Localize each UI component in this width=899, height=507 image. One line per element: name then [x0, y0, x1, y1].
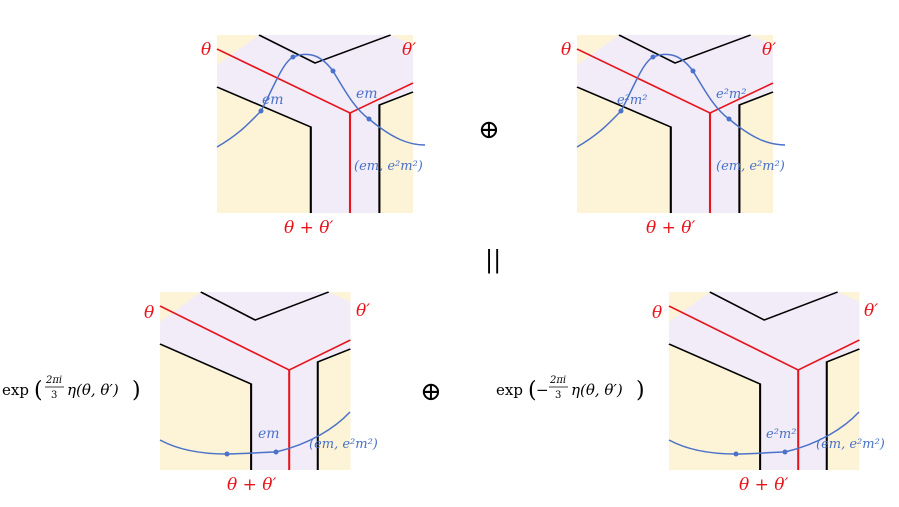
theta-prime-label-top-left: θ′: [402, 40, 416, 60]
eta-right: η(θ, θ′): [571, 381, 623, 399]
frac-den-left: 3: [51, 390, 57, 401]
theta-label-top-right: θ: [561, 40, 571, 60]
equals-sign: ||: [485, 246, 501, 275]
theta-sum-label-top-left: θ + θ′: [284, 218, 334, 238]
svg-text:(: (: [34, 378, 43, 403]
theta-prime-label-bottom-left: θ′: [356, 301, 370, 321]
eta-left: η(θ, θ′): [67, 381, 119, 399]
em-label-bottom-left: em: [258, 426, 280, 442]
theta-prime-label-top-right: θ′: [762, 40, 776, 60]
theta-label-bottom-left: θ: [144, 303, 154, 323]
svg-text:): ): [636, 378, 645, 403]
theta-sum-label-bottom-right: θ + θ′: [739, 475, 789, 495]
e2m2-label-left-top-right: e²m²: [617, 93, 647, 108]
svg-text:(: (: [528, 378, 537, 403]
em-label-left-top-left: em: [262, 92, 284, 108]
minus-right: −: [536, 381, 549, 399]
pair-label-top-right: (em, e²m²): [716, 159, 785, 174]
theta-label-bottom-right: θ: [652, 303, 662, 323]
frac-num-right: 2πi: [549, 375, 566, 386]
pair-label-bottom-left: (em, e²m²): [309, 437, 378, 452]
oplus-bottom: ⊕: [420, 377, 442, 407]
coefficient-left: exp ( 2πi 3 η(θ, θ′) ): [2, 375, 141, 403]
frac-num-left: 2πi: [45, 375, 62, 386]
pair-label-bottom-right: (em, e²m²): [816, 437, 885, 452]
pair-label-top-left: (em, e²m²): [354, 159, 423, 174]
theta-sum-label-top-right: θ + θ′: [646, 218, 696, 238]
oplus-top: ⊕: [478, 115, 500, 145]
theta-label-top-left: θ: [201, 40, 211, 60]
theta-prime-label-bottom-right: θ′: [864, 301, 878, 321]
panel-top-left: [215, 33, 415, 215]
e2m2-label-bottom-right: e²m²: [766, 427, 796, 442]
panel-top-right: [575, 33, 775, 215]
exp-right: exp: [496, 381, 523, 399]
e2m2-label-right-top-right: e²m²: [716, 87, 746, 102]
frac-den-right: 3: [555, 390, 561, 401]
theta-sum-label-bottom-left: θ + θ′: [227, 475, 277, 495]
em-label-right-top-left: em: [356, 86, 378, 102]
coefficient-right: exp ( − 2πi 3 η(θ, θ′) ): [496, 375, 645, 403]
exp-left: exp: [2, 381, 29, 399]
svg-text:): ): [132, 378, 141, 403]
